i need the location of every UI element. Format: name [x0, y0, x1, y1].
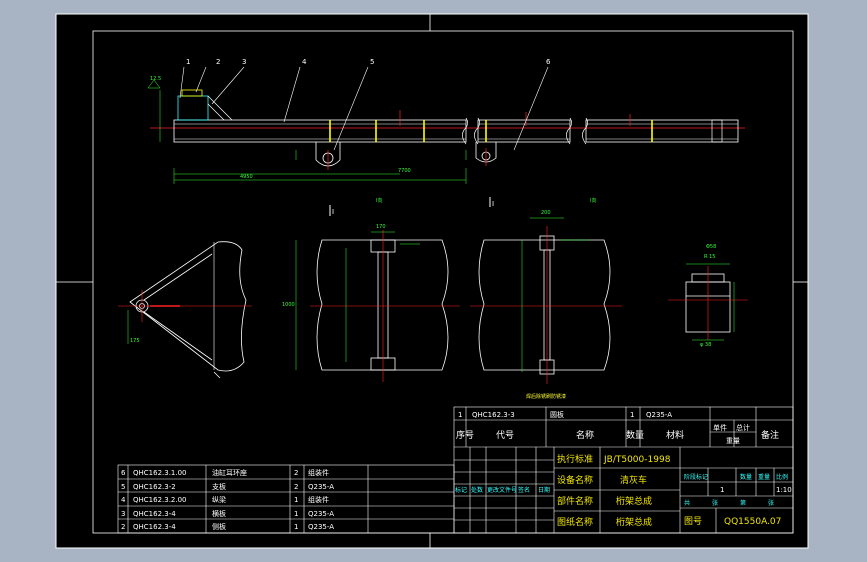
drawing-area — [55, 13, 809, 549]
parts-row-1-qty: 2 — [294, 469, 298, 477]
parts-row-3-qty: 1 — [294, 496, 298, 504]
dim-h-left: 1000 — [282, 302, 295, 308]
tb-exec-value: JB/T5000-1998 — [603, 455, 671, 465]
tb-scale: 1:10 — [776, 486, 792, 494]
tb-sign-1: 标记 — [455, 486, 467, 494]
balloon-5: 5 — [370, 58, 374, 66]
tb-exec-label: 执行标准 — [557, 453, 593, 465]
tb-sign-2: 处数 — [471, 486, 483, 494]
parts-row-5-code: QHC162.3-4 — [133, 523, 176, 531]
tb-quantity: 1 — [720, 486, 724, 494]
tb-header-qty: 数量 — [626, 429, 644, 441]
detail-dim-1: Φ58 — [706, 244, 716, 250]
parts-row-5-material: Q235-A — [308, 523, 334, 531]
tb-sign-5: 日期 — [538, 486, 550, 494]
parts-row-3-material: 组装件 — [308, 495, 329, 504]
section-mark-1: I — [332, 208, 334, 216]
tb-stage-3: 重量 — [758, 473, 770, 481]
balloon-1: 1 — [186, 58, 190, 66]
view-label-2: I向 — [590, 197, 596, 204]
balloon-3: 3 — [242, 58, 246, 66]
section-marks: I I — [329, 197, 494, 216]
parts-row-1-material: 组装件 — [308, 468, 329, 477]
tb-sheet-3: 第 — [740, 499, 746, 507]
parts-row-5-name: 侧板 — [212, 522, 226, 531]
tb-header-code: 代号 — [496, 430, 514, 441]
tb-equip-value: 清灰车 — [620, 474, 647, 486]
balloon-6: 6 — [546, 58, 551, 66]
tb-sheet-2: 张 — [712, 499, 718, 507]
title-block — [453, 406, 794, 534]
parts-row-5-no: 2 — [121, 523, 125, 531]
frame-ticks — [56, 14, 808, 548]
parts-row-1-name: 油缸耳环座 — [212, 468, 247, 477]
parts-row-1-no: 6 — [121, 469, 126, 477]
main-dimension-text: 12.5 4950 7700 — [150, 76, 411, 180]
parts-row-4-no: 3 — [121, 510, 125, 518]
detail-dim-2: R 15 — [704, 254, 715, 260]
dim-elev: 12.5 — [150, 76, 161, 82]
parts-row-4-name: 横板 — [212, 509, 226, 518]
parts-list-text: 6 QHC162.3.1.00 油缸耳环座 2 组装件 5 QHC162.3-2… — [121, 468, 334, 531]
balloon-labels: 1 2 3 4 5 6 — [186, 58, 551, 66]
tb-stage-4: 比例 — [776, 473, 788, 481]
parts-row-2-code: QHC162.3-2 — [133, 483, 176, 491]
tb-drawing-no-value: QQ1550A.07 — [724, 517, 781, 527]
tb-header-name: 名称 — [576, 429, 594, 441]
parts-row-4-material: Q235-A — [308, 510, 334, 518]
tb-stage-2: 数量 — [740, 473, 752, 481]
parts-row-1-code: QHC162.3.1.00 — [133, 469, 187, 477]
tb-drawing-no-label: 图号 — [684, 516, 702, 527]
tb-header-remark: 备注 — [761, 429, 779, 441]
tb-part-label: 部件名称 — [557, 495, 593, 507]
dim-len-1: 4950 — [240, 174, 253, 180]
tb-stage-1: 阶段标记 — [684, 473, 708, 481]
tb-header-weight: 重量 — [726, 437, 740, 445]
view-label-1: I向 — [376, 197, 382, 204]
tb-equip-label: 设备名称 — [557, 474, 593, 486]
title-block-text: 1 QHC162.3-3 圆板 1 Q235-A 序号 代号 名称 数量 材料 … — [455, 410, 792, 528]
parts-row-4-code: QHC162.3-4 — [133, 510, 176, 518]
dim-w-2: 200 — [541, 210, 551, 216]
balloon-leaders — [179, 66, 549, 151]
tb-row1-name: 圆板 — [550, 410, 564, 419]
tb-sign-4: 签名 — [518, 486, 530, 494]
parts-list-table — [117, 464, 455, 534]
dim-w-1: 170 — [376, 224, 386, 230]
tb-part-value: 桁架总成 — [616, 495, 652, 507]
main-elevation-view — [150, 89, 745, 170]
dim-len-2: 7700 — [398, 168, 411, 174]
tb-header-unit: 单件 — [713, 423, 727, 432]
tb-row1-no: 1 — [458, 411, 462, 419]
balloon-2: 2 — [216, 58, 220, 66]
parts-row-2-no: 5 — [121, 483, 125, 491]
detail-dim-3: φ 38 — [700, 342, 711, 348]
tb-header-total: 总计 — [736, 423, 750, 432]
parts-row-3-code: QHC162.3.2.00 — [133, 496, 187, 504]
tb-sheet-4: 张 — [768, 499, 774, 507]
tb-drawing-label: 图纸名称 — [557, 516, 593, 528]
tb-sheet-1: 共 — [684, 499, 690, 507]
main-dimensions — [147, 79, 467, 184]
tb-drawing-value: 桁架总成 — [616, 516, 652, 528]
parts-row-5-qty: 1 — [294, 523, 298, 531]
parts-row-2-material: Q235-A — [308, 483, 334, 491]
tb-header-material: 材料 — [666, 429, 684, 441]
tb-header-no: 序号 — [456, 429, 474, 441]
dim-small: 175 — [130, 338, 140, 344]
balloon-4: 4 — [302, 58, 307, 66]
section-mark-2: I — [492, 200, 494, 208]
tb-row1-qty: 1 — [630, 411, 634, 419]
tb-row1-code: QHC162.3-3 — [472, 411, 515, 419]
parts-row-3-no: 4 — [121, 496, 126, 504]
tech-note: 焊后除锈刷防锈漆 — [526, 393, 566, 400]
tb-sign-3: 更改文件号 — [487, 486, 517, 494]
tb-row1-material: Q235-A — [646, 411, 672, 419]
parts-row-2-name: 支板 — [212, 482, 226, 491]
parts-row-4-qty: 1 — [294, 510, 298, 518]
parts-row-3-name: 纵梁 — [212, 495, 226, 504]
parts-row-2-qty: 2 — [294, 483, 298, 491]
